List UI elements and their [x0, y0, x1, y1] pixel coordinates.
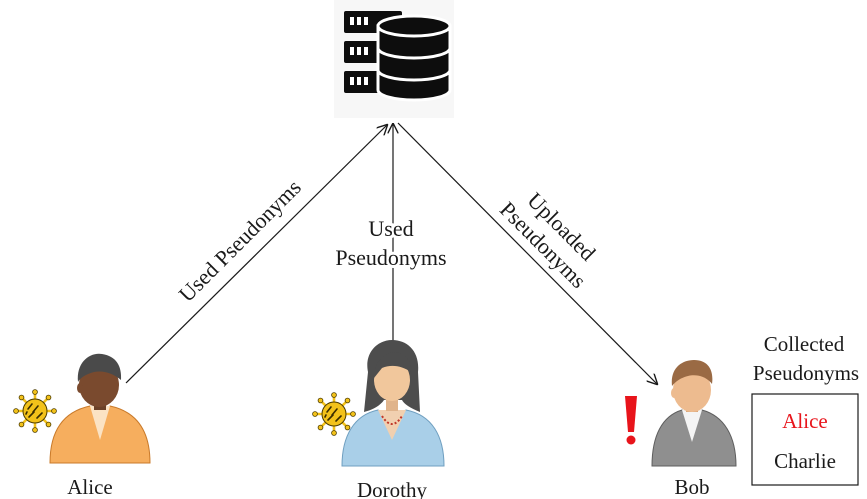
dorothy-edge-label-line1: Used — [368, 216, 413, 241]
collected-item-charlie: Charlie — [774, 449, 836, 473]
alice-name: Alice — [67, 475, 112, 499]
server-to-bob-arrow — [397, 122, 657, 384]
dorothy-virus-icon — [311, 391, 357, 437]
collected-title-line1: Collected — [764, 332, 845, 356]
collected-pseudonyms-box — [751, 393, 859, 486]
dorothy-edge-label-line2: Pseudonyms — [335, 245, 446, 270]
collected-item-alice: Alice — [782, 409, 827, 433]
alice-virus-icon — [12, 388, 58, 434]
dorothy-person-icon — [341, 340, 445, 467]
dorothy-name: Dorothy — [357, 478, 427, 499]
alice-edge-label: Used Pseudonyms — [174, 175, 306, 307]
collected-title-line2: Pseudonyms — [753, 361, 859, 385]
alice-person-icon — [49, 353, 151, 464]
exclamation-icon — [625, 396, 637, 445]
bob-name: Bob — [674, 475, 709, 499]
alice-to-server-arrow — [125, 125, 387, 384]
bob-person-icon — [651, 360, 737, 467]
server-database-icon — [334, 0, 454, 118]
